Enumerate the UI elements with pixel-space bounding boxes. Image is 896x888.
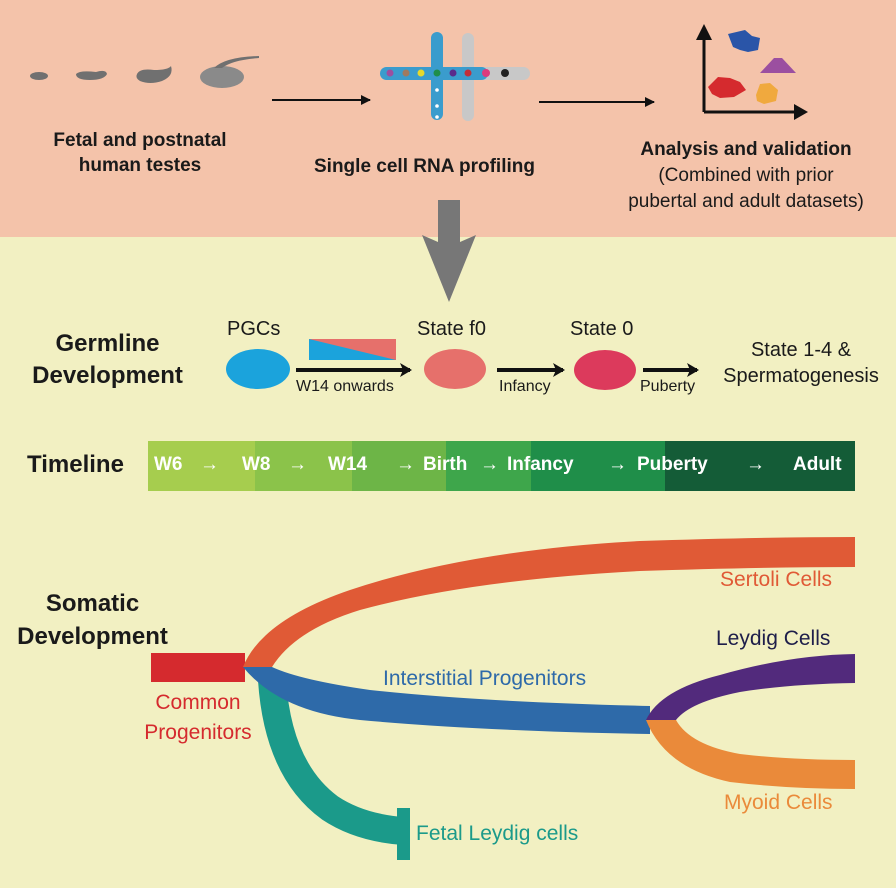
step-analysis-label: Analysis and validation (Combined with p… — [606, 137, 886, 215]
timeline-stage-adult: Adult — [793, 454, 842, 475]
transition-gradient-icon — [309, 339, 396, 360]
timeline-arrow-icon: → — [200, 454, 219, 475]
timeline-arrow-icon: → — [608, 454, 627, 475]
tissue-epididymis — [214, 56, 259, 68]
timeline-stage-w8: W8 — [242, 454, 271, 475]
somatic-title-line1: Somatic — [45, 590, 140, 617]
single-cell-chip-icon — [380, 32, 530, 121]
timeline-stage-w14: W14 — [328, 454, 368, 475]
step-tissue-label: Fetal and postnatal human testes — [30, 128, 250, 178]
node-pgcs — [226, 349, 290, 389]
transition-infancy-label: Infancy — [499, 378, 551, 395]
node-state-0-label: State 0 — [570, 318, 634, 340]
fetal-leydig-cells-label: Fetal Leydig cells — [416, 822, 579, 845]
germline-title: Germline Development — [20, 328, 195, 392]
common-progenitors-line2: Progenitors — [144, 721, 252, 744]
branch-sertoli — [243, 537, 855, 667]
node-state-0 — [574, 350, 636, 390]
interstitial-progenitors-label: Interstitial Progenitors — [383, 667, 587, 690]
timeline-stage-w6: W6 — [154, 454, 183, 475]
timeline-arrow-icon: → — [396, 454, 415, 475]
germline-title-line2: Development — [32, 362, 183, 389]
step-analysis-title: Analysis and validation — [640, 139, 852, 160]
tissue-stage-1 — [30, 72, 48, 80]
step-tissue-label-line1: Fetal and postnatal — [53, 130, 227, 151]
tissue-stage-2 — [76, 70, 107, 80]
sertoli-cells-label: Sertoli Cells — [720, 568, 833, 591]
leydig-cells-label: Leydig Cells — [716, 627, 831, 650]
testis-tissue-icons — [30, 56, 259, 88]
timeline-segment-puberty-adult — [665, 441, 855, 491]
timeline-arrow-icon: → — [480, 454, 499, 475]
final-state-label: State 1-4 & Spermatogenesis — [706, 337, 896, 389]
timeline-stage-infancy: Infancy — [507, 454, 574, 475]
node-state-f0-label: State f0 — [417, 318, 486, 340]
final-state-line2: Spermatogenesis — [723, 365, 879, 387]
step-profiling-label: Single cell RNA profiling — [314, 156, 535, 177]
step-tissue-label-line2: human testes — [78, 155, 202, 176]
timeline-title: Timeline — [27, 451, 124, 478]
fetal-leydig-end-bar — [397, 808, 410, 860]
timeline-segment-w8 — [255, 441, 352, 491]
tissue-stage-3 — [136, 66, 172, 83]
step-analysis-note-line1: (Combined with prior — [658, 165, 834, 186]
tissue-stage-4 — [200, 66, 244, 88]
branch-fetal-leydig — [258, 678, 406, 845]
timeline-arrow-icon: → — [288, 454, 307, 475]
somatic-lineage-tree — [151, 537, 855, 860]
germline-title-line1: Germline — [55, 330, 160, 357]
node-pgcs-label: PGCs — [227, 318, 281, 340]
timeline-segment-infancy — [531, 441, 665, 491]
branch-interstitial — [243, 667, 650, 734]
timeline-stage-birth: Birth — [423, 454, 468, 475]
cluster-plot-icon — [696, 24, 808, 120]
branch-leydig — [646, 654, 855, 720]
transition-puberty-label: Puberty — [640, 378, 696, 395]
common-progenitors-line1: Common — [155, 691, 241, 714]
step-analysis-note-line2: pubertal and adult datasets) — [628, 191, 864, 212]
final-state-line1: State 1-4 & — [750, 339, 852, 361]
timeline-arrow-icon: → — [746, 454, 765, 475]
somatic-title: Somatic Development — [5, 587, 180, 653]
node-state-f0 — [424, 349, 486, 389]
timeline-stage-puberty: Puberty — [637, 454, 708, 475]
common-progenitors-label: Common Progenitors — [132, 688, 264, 748]
down-arrow-icon — [422, 200, 476, 302]
transition-w14-label: W14 onwards — [296, 378, 394, 395]
myoid-cells-label: Myoid Cells — [724, 791, 833, 814]
timeline-segment-w6 — [148, 441, 255, 491]
branch-myoid — [646, 720, 855, 789]
branch-common-progenitors — [151, 653, 245, 682]
timeline-segment-w14 — [352, 441, 446, 491]
timeline-segment-birth — [446, 441, 531, 491]
somatic-title-line2: Development — [17, 623, 168, 650]
